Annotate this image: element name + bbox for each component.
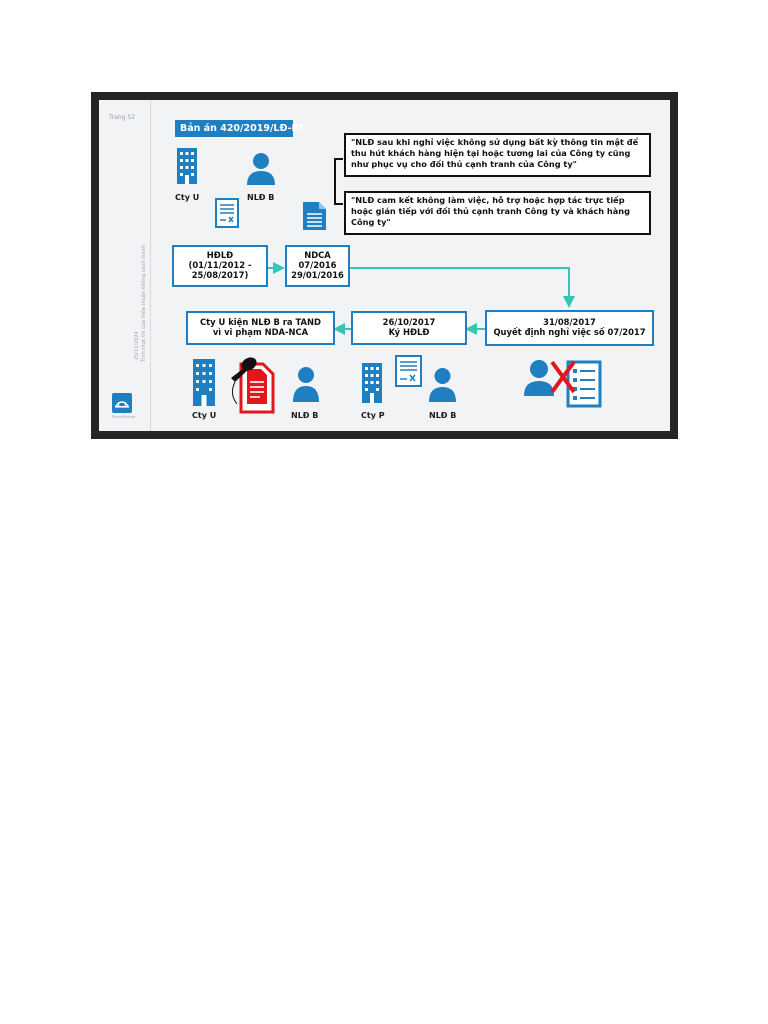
hdld-title: HĐLĐ	[206, 250, 234, 261]
page-label: Trang 52	[109, 114, 136, 121]
employee-b-bottom-label-2: NLĐ B	[429, 411, 457, 420]
building-icon	[362, 363, 382, 403]
timeline-lawsuit: Cty U kiện NLĐ B ra TAND vì vi phạm NDA-…	[186, 311, 335, 345]
quote-bracket	[334, 158, 343, 205]
person-icon	[429, 368, 456, 402]
timeline-ndca: NDCA 07/2016 29/01/2016	[285, 245, 350, 287]
building-icon	[177, 148, 197, 184]
timeline-hdld: HĐLĐ (01/11/2012 - 25/08/2017)	[172, 245, 268, 287]
clause-quote-confidentiality: "NLĐ sau khi nghỉ việc không sử dụng bất…	[344, 133, 651, 177]
person-icon	[293, 367, 319, 402]
arrow-ndca-termination	[350, 267, 575, 308]
ndca-date-2: 29/01/2016	[291, 269, 344, 280]
ndca-title: NDCA	[304, 250, 331, 261]
person-crossed-list-icon	[524, 360, 602, 408]
slide: Trang 52 25/11/2024 Tính thực thi của th…	[99, 100, 670, 431]
person-icon	[247, 153, 275, 185]
new-contract-label: Ký HĐLĐ	[388, 327, 430, 337]
company-u-bottom-label: Cty U	[192, 411, 217, 420]
signed-document-icon	[215, 198, 239, 228]
bridge-icon	[115, 401, 129, 408]
slide-frame: Trang 52 25/11/2024 Tính thực thi của th…	[91, 92, 678, 439]
company-u-label: Cty U	[175, 193, 200, 202]
brand-logo	[112, 393, 132, 413]
timeline-new-contract: 26/10/2017 Ký HĐLĐ	[351, 311, 467, 345]
lawsuit-line-1: Cty U kiện NLĐ B ra TAND	[199, 317, 322, 328]
clause-quote-non-compete: "NLĐ cam kết không làm việc, hỗ trợ hoặc…	[344, 191, 651, 235]
ndca-date-1: 07/2016	[298, 260, 337, 271]
case-title: Bản án 420/2019/LĐ-PT	[175, 120, 305, 137]
document-icon	[303, 202, 326, 230]
hdld-start: (01/11/2012 -	[188, 260, 252, 271]
employee-b-label: NLĐ B	[247, 193, 275, 202]
brand-name: PhuocPartner	[112, 415, 136, 419]
signed-document-icon	[395, 355, 422, 387]
building-icon	[193, 359, 215, 406]
termination-decision: Quyết định nghỉ việc số 07/2017	[493, 327, 646, 337]
timeline-termination: 31/08/2017 Quyết định nghỉ việc số 07/20…	[485, 310, 654, 346]
connector-lines	[268, 158, 575, 335]
red-lawsuit-document-icon	[231, 357, 275, 414]
sidebar-divider	[150, 100, 151, 431]
lawsuit-line-2: vì vi phạm NDA-NCA	[212, 327, 309, 337]
hdld-end: 25/08/2017)	[191, 269, 249, 280]
new-contract-date: 26/10/2017	[382, 317, 436, 328]
company-p-label: Cty P	[361, 411, 385, 420]
employee-b-bottom-label-1: NLĐ B	[291, 411, 319, 420]
termination-date: 31/08/2017	[543, 317, 596, 328]
